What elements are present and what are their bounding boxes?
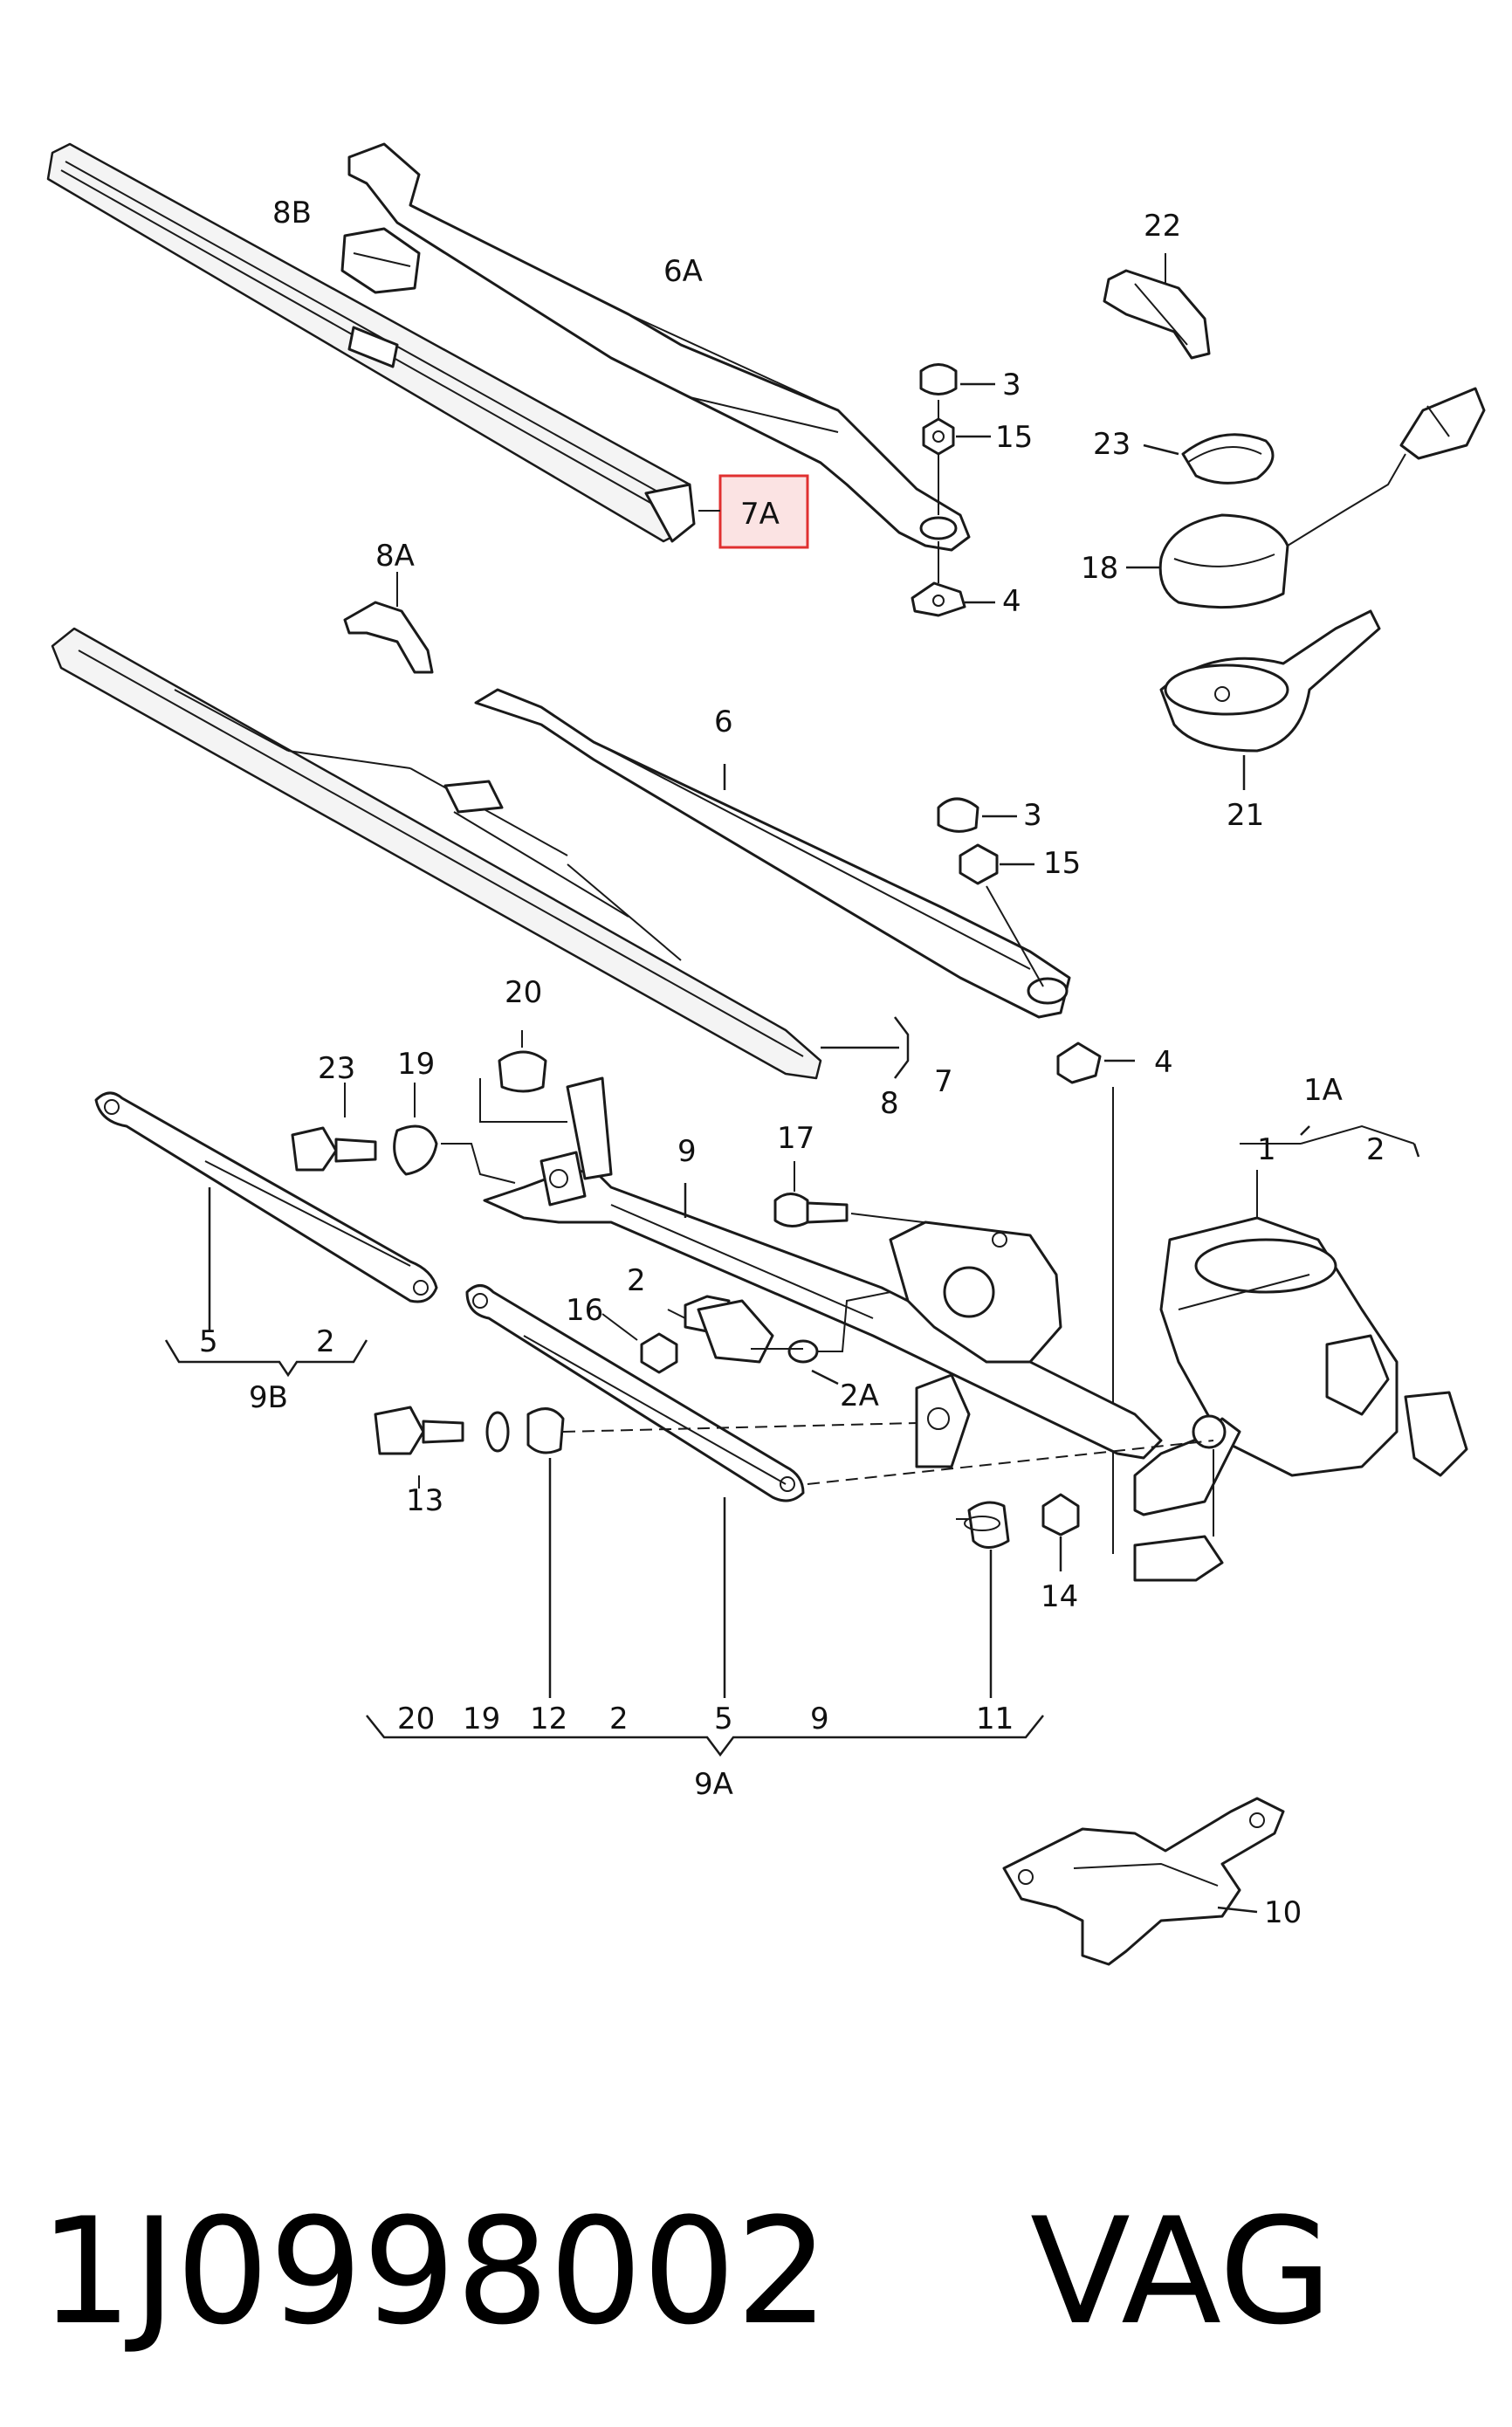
wiper-arm-6a (347, 142, 971, 552)
cap-nut-washer-top (911, 363, 995, 617)
crank-9 (483, 1076, 1163, 1460)
label-20: 20 (505, 975, 542, 1010)
clip-8b (340, 227, 421, 294)
label-3: 3 (1002, 368, 1021, 402)
label-1a: 1A (1303, 1073, 1343, 1108)
label-13: 13 (406, 1483, 443, 1518)
cap-18-connector (1126, 387, 1486, 609)
brand-name: VAG (1030, 2186, 1332, 2357)
label-4: 4 (1002, 584, 1021, 619)
label-2-9b: 2 (316, 1324, 335, 1359)
label-22: 22 (1144, 209, 1181, 244)
label-16: 16 (566, 1293, 603, 1328)
clip-22 (1103, 253, 1211, 360)
bolt-23-bush-19 (291, 1030, 567, 1184)
group-9a-12: 12 (530, 1702, 567, 1736)
label-7a: 7A (740, 497, 780, 532)
linkage-9b (94, 1091, 438, 1331)
clip-8a (343, 572, 434, 674)
label-15-lower: 15 (1043, 846, 1081, 881)
group-9a-9: 9 (810, 1702, 829, 1736)
group-9a-2: 2 (609, 1702, 629, 1736)
label-18: 18 (1081, 551, 1118, 586)
motor-mount-plate (889, 1220, 1062, 1468)
group-9a-20: 20 (397, 1702, 435, 1736)
callout-labels: 3 15 4 6A 7A 8B 22 23 18 21 8A 6 3 15 4 … (199, 196, 1385, 1930)
label-17: 17 (777, 1121, 814, 1156)
wiper-blade-7a (46, 142, 696, 543)
motor-crank (1133, 1414, 1241, 1582)
label-23-lower: 23 (318, 1051, 355, 1086)
small-parts-2-16-2a (601, 1291, 891, 1385)
label-21: 21 (1227, 798, 1264, 833)
label-9: 9 (677, 1134, 697, 1169)
label-8b: 8B (272, 196, 312, 230)
label-10: 10 (1264, 1895, 1302, 1930)
ring-23 (1143, 433, 1275, 485)
label-15: 15 (995, 420, 1033, 455)
label-8a: 8A (375, 539, 415, 574)
label-2a: 2A (840, 1379, 879, 1413)
label-1: 1 (1257, 1132, 1276, 1167)
label-4-lower: 4 (1154, 1045, 1173, 1080)
label-14: 14 (1041, 1579, 1078, 1614)
label-5: 5 (199, 1324, 218, 1359)
label-9a: 9A (694, 1767, 733, 1802)
label-23: 23 (1093, 427, 1131, 462)
cap-nut-washer-lower (937, 797, 1135, 1554)
label-8: 8 (880, 1086, 899, 1121)
wiper-arm-6 (474, 688, 1071, 1019)
label-3-lower: 3 (1023, 798, 1042, 833)
label-9b: 9B (249, 1380, 288, 1415)
group-brackets (164, 1016, 1420, 1757)
linkage-5-9a (374, 1284, 1214, 1698)
part-number: 1J0998002 (39, 2186, 829, 2357)
bush-11-nut-14 (956, 1493, 1080, 1698)
cup-21 (1159, 609, 1381, 790)
bolt-17 (773, 1161, 1005, 1254)
group-9a-11: 11 (976, 1702, 1014, 1736)
label-19: 19 (397, 1047, 435, 1082)
bracket-10 (1002, 1797, 1285, 1966)
group-9a-5: 5 (714, 1702, 733, 1736)
label-6: 6 (714, 705, 733, 739)
wiper-motor-1 (1159, 1124, 1468, 1477)
label-2-small: 2 (627, 1263, 646, 1298)
label-2: 2 (1366, 1132, 1385, 1167)
label-7: 7 (934, 1064, 953, 1099)
group-9a-19: 19 (463, 1702, 500, 1736)
wiper-blade-7 (51, 627, 899, 1080)
label-6a: 6A (663, 254, 703, 289)
label-11: 11 (976, 1702, 1014, 1736)
